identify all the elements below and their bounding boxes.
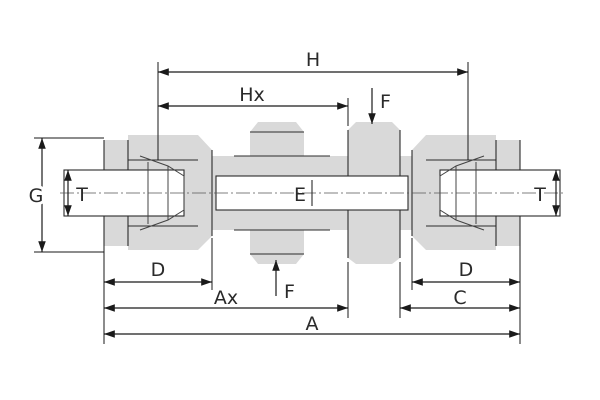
label-Hx: Hx xyxy=(239,84,265,106)
label-E: E xyxy=(294,184,306,206)
left-hex-bottom xyxy=(250,230,304,264)
label-Ax: Ax xyxy=(214,287,238,309)
force-arrow-bottom: F xyxy=(272,260,295,303)
label-C: C xyxy=(453,287,466,309)
dimension-D-right: D xyxy=(411,238,520,290)
dimension-Ax: Ax xyxy=(104,262,349,318)
dimension-T-left: T xyxy=(64,170,88,216)
label-D-left: D xyxy=(151,259,166,281)
label-D-right: D xyxy=(459,259,474,281)
fitting-body xyxy=(60,122,564,264)
dimension-A: A xyxy=(103,246,521,344)
label-G: G xyxy=(29,185,44,207)
label-A: A xyxy=(306,313,319,335)
label-F-bottom: F xyxy=(284,281,295,303)
dimension-T-right: T xyxy=(533,170,560,216)
right-hex-top xyxy=(348,122,400,156)
left-hex-top xyxy=(250,122,304,156)
right-hex-bottom xyxy=(348,230,400,264)
label-T-left: T xyxy=(75,184,88,206)
label-F-top: F xyxy=(380,91,391,113)
label-G-text: G xyxy=(29,185,44,207)
dimension-Hx: Hx xyxy=(158,84,349,126)
label-H: H xyxy=(306,49,320,71)
dimension-G: G G xyxy=(26,137,104,253)
label-T-right: T xyxy=(533,184,546,206)
force-arrow-top: F xyxy=(368,88,391,124)
dimension-H: H xyxy=(157,49,469,160)
dimension-C: C xyxy=(399,262,520,318)
dimension-D-left: D xyxy=(104,238,213,290)
